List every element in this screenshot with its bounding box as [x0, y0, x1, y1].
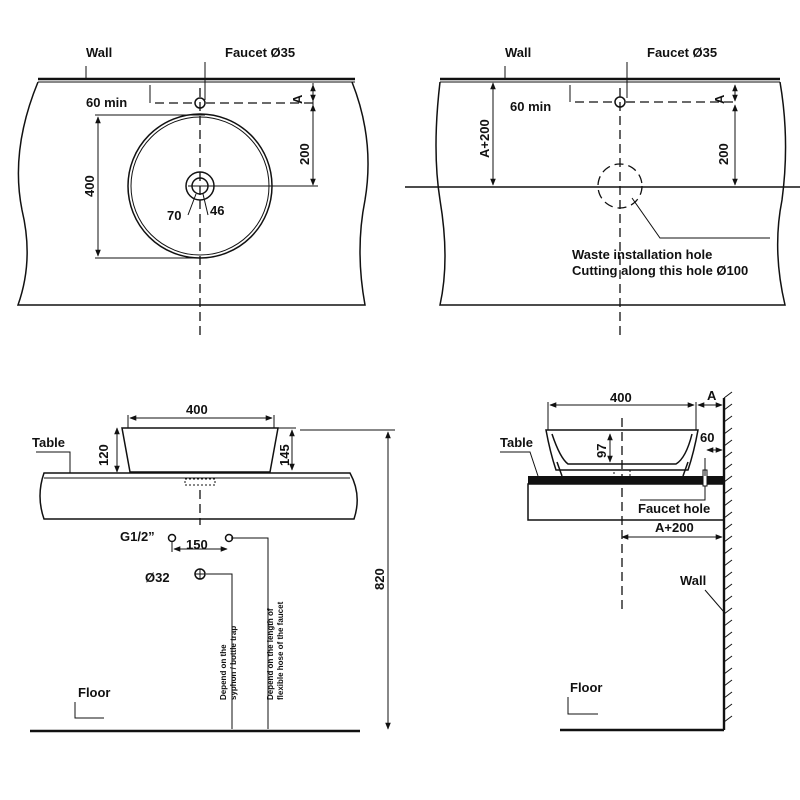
dim-820: 820	[372, 568, 387, 590]
dim-200: 200	[297, 143, 312, 165]
floor-label: Floor	[78, 685, 111, 700]
min60-label-2: 60 min	[510, 99, 551, 114]
table-label-side: Table	[500, 435, 533, 450]
top-view-sink: Wall Faucet Ø35 60 min A 200 400 70 46	[16, 45, 369, 340]
note-faucet-2: flexible hose of the faucet	[276, 601, 285, 700]
countertop-outline	[16, 81, 369, 306]
dim-150: 150	[186, 537, 208, 552]
table-leader	[36, 451, 71, 473]
dim-60: 60	[700, 430, 714, 445]
dim-200-2: 200	[716, 143, 731, 165]
waste-text-2: Cutting along this hole Ø100	[572, 263, 748, 278]
floor-leader-side	[567, 697, 598, 715]
dim-a200-side: A+200	[655, 520, 694, 535]
dim-400-v: 400	[82, 175, 97, 197]
drain-hidden	[184, 478, 216, 486]
d70-leader	[187, 193, 197, 216]
countertop-outline-2	[435, 81, 787, 306]
g12-label: G1/2”	[120, 529, 155, 544]
floor-leader	[74, 702, 104, 719]
basin-body	[121, 427, 279, 473]
waste-leader	[631, 197, 770, 239]
wall-label-2: Wall	[505, 45, 531, 60]
floor-label-side: Floor	[570, 680, 603, 695]
dim-a: A	[290, 94, 305, 104]
dim-a200: A+200	[477, 119, 492, 158]
dim-400-h: 400	[186, 402, 208, 417]
basin-section-outer	[545, 429, 699, 471]
syphon-dim	[206, 573, 233, 729]
table-body-section	[527, 483, 725, 521]
table-top-front	[39, 472, 358, 520]
dim-70: 70	[167, 208, 181, 223]
faucet-hole-label: Faucet hole	[638, 501, 710, 516]
top-view-cutout: Wall Faucet Ø35 60 min A+200 A 200 Waste…	[405, 45, 800, 340]
table-leader-side	[500, 451, 539, 477]
dim-97: 97	[594, 444, 609, 458]
bowl-inner	[130, 116, 270, 256]
dim-a-side: A	[707, 388, 717, 403]
note-syphon-1: Depend on the	[219, 644, 228, 700]
side-section: 400 A 97 60 Table Faucet hole A+200 Wall…	[500, 388, 733, 732]
drain-outer	[185, 171, 215, 201]
bowl-outer	[127, 113, 273, 259]
waste-text-1: Waste installation hole	[572, 247, 712, 262]
min60-label: 60 min	[86, 95, 127, 110]
wall-hatch	[723, 391, 733, 723]
wall-label: Wall	[86, 45, 112, 60]
front-elevation: 400 120 145 Table 820 Floor G1/2” 150 Ø3…	[30, 402, 395, 733]
note-syphon-2: syphon / bottle trap	[229, 626, 238, 700]
basin-feet	[556, 461, 689, 477]
dim-400-side: 400	[610, 390, 632, 405]
waste-hole-circle	[597, 163, 643, 209]
d46-leader	[202, 193, 209, 216]
dim-145: 145	[277, 444, 292, 466]
wall-label-side: Wall	[680, 573, 706, 588]
faucet-hose-dim	[231, 537, 269, 729]
wall-leader-side	[704, 589, 725, 613]
g12-left-valve	[167, 533, 177, 543]
dim-a-2: A	[712, 94, 727, 104]
faucet-label: Faucet Ø35	[225, 45, 295, 60]
table-label: Table	[32, 435, 65, 450]
dim-120: 120	[96, 444, 111, 466]
d32-label: Ø32	[145, 570, 170, 585]
faucet-label-2: Faucet Ø35	[647, 45, 717, 60]
note-faucet-1: Depend on the length of	[266, 608, 275, 700]
dim-46: 46	[210, 203, 224, 218]
tabletop-section	[528, 476, 724, 484]
faucet-hole-leader	[640, 486, 706, 501]
